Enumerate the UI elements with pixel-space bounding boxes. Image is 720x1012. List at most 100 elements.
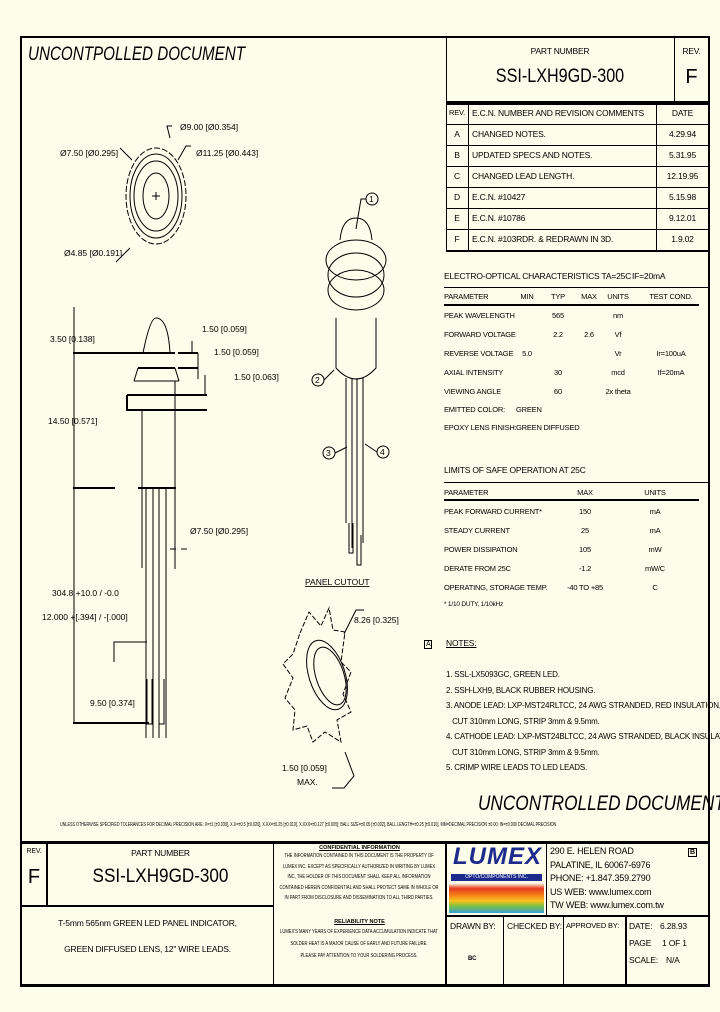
lens-finish: GREEN DIFFUSED — [516, 423, 580, 432]
note-item: 5. CRIMP WIRE LEADS TO LED LEADS. — [446, 763, 588, 772]
rev-col-rule — [468, 104, 469, 250]
eo-col-header: MIN — [520, 292, 534, 301]
safe-cell: -1.2 — [578, 564, 592, 573]
eo-cell: AXIAL INTENSITY — [444, 368, 504, 377]
eo-col-header: MAX — [581, 292, 597, 301]
eo-cell: 30 — [554, 368, 562, 377]
safe-cell: PEAK FORWARD CURRENT* — [444, 507, 542, 516]
eo-col-header: TYP — [551, 292, 565, 301]
frame-left — [20, 36, 22, 986]
revision-comment: CHANGED NOTES. — [472, 129, 546, 139]
note-item: CUT 310mm LONG, STRIP 3mm & 9.5mm. — [446, 747, 600, 757]
eo-cell: Vf — [614, 330, 622, 339]
confidential-line: LUMEX INC. EXCEPT AS SPECIFICALLY AUTHOR… — [282, 863, 436, 870]
dim-d900: Ø9.00 [Ø0.354] — [180, 122, 238, 132]
reliability-line: PLEASE PAY ATTENTION TO YOUR SOLDERING P… — [300, 953, 418, 959]
page-value: 1 OF 1 — [662, 938, 687, 948]
revision-rev: C — [454, 171, 460, 181]
description-line-1: T-5mm 565nm GREEN LED PANEL INDICATOR, — [58, 918, 237, 928]
emitted-color-label: EMITTED COLOR: — [444, 405, 505, 414]
approved-by-label: APPROVED BY: — [566, 921, 620, 930]
balloon-1: 1 — [369, 194, 374, 204]
safe-cell: 150 — [579, 507, 591, 516]
checked-by-label: CHECKED BY: — [507, 921, 562, 931]
top-view — [115, 125, 191, 263]
sheet-size-marks: A — [424, 640, 433, 649]
footer-rev: F — [27, 866, 41, 888]
notes-title: NOTES: — [446, 638, 477, 648]
part-number-label: PART NUMBER — [530, 46, 590, 56]
eo-cell: FORWARD VOLTAGE — [444, 330, 516, 339]
drawn-by-label: DRAWN BY: — [450, 921, 496, 931]
header-bottom — [446, 101, 710, 104]
dim-h150a: 1.50 [0.059] — [202, 324, 247, 334]
revision-rev: B — [454, 150, 460, 160]
panel-cutout-washer — [282, 606, 364, 789]
dim-r826: 8.26 [0.325] — [354, 615, 399, 625]
sheet-size: B — [688, 848, 697, 857]
watermark-bottom: UNCONTROLLED DOCUMENT — [478, 792, 720, 815]
page-label: PAGE — [629, 938, 652, 948]
footer-rev-label: REV. — [26, 848, 42, 855]
lens-finish-label: EPOXY LENS FINISH: — [444, 423, 517, 432]
note-item: CUT 310mm LONG, STRIP 3mm & 9.5mm. — [446, 716, 600, 726]
frame-top — [20, 36, 710, 38]
note-item: 3. ANODE LEAD: LXP-MST24RLTCC, 24 AWG ST… — [446, 701, 720, 710]
safe-title: LIMITS OF SAFE OPERATION AT 25C — [444, 465, 586, 475]
eo-cell: Vr — [614, 349, 622, 358]
rev-table-rule — [446, 250, 710, 252]
balloon-4: 4 — [380, 447, 385, 457]
title-block-top — [20, 841, 710, 844]
balloon-2: 2 — [315, 375, 320, 385]
tb-divider-desc — [20, 905, 274, 907]
reliability-line: SOLDER HEAT IS A MAJOR CAUSE OF EARLY AN… — [290, 941, 428, 947]
revision-date: 12.19.95 — [666, 171, 699, 181]
rev-table-rule — [446, 208, 710, 209]
balloon-3: 3 — [326, 448, 331, 458]
revision-date: 4.29.94 — [669, 129, 696, 139]
rev-label: REV. — [682, 46, 701, 56]
date-value: 6.28.93 — [660, 921, 687, 931]
revision-comment: UPDATED SPECS AND NOTES. — [472, 150, 593, 160]
dim-t150-max: MAX. — [297, 777, 318, 787]
rev-table-rule — [446, 124, 710, 125]
header-divider — [446, 36, 447, 252]
rev-table-rule — [446, 187, 710, 188]
eo-cell: 2.6 — [584, 330, 594, 339]
revision-rev: F — [454, 234, 460, 244]
eo-cell: 2x theta — [605, 387, 631, 396]
note-item: 1. SSL-LX5093GC, GREEN LED. — [446, 670, 560, 679]
eo-col-header: PARAMETER — [444, 292, 489, 301]
revision-comment: E.C.N. #10786 — [472, 213, 526, 223]
safe-col-header: PARAMETER — [444, 488, 489, 497]
side-view — [73, 307, 207, 738]
panel-cutout-label: PANEL CUTOUT — [305, 577, 370, 587]
rev-table-rule — [446, 104, 710, 105]
date-col-header: DATE — [671, 108, 694, 118]
emitted-color: GREEN — [516, 405, 542, 414]
revision-comment: CHANGED LEAD LENGTH. — [472, 171, 575, 181]
address-line: 290 E. HELEN ROAD — [550, 846, 634, 856]
date-label: DATE: — [629, 921, 653, 931]
safe-cell: -40 TO +85 — [567, 583, 603, 592]
eo-cell: PEAK WAVELENGTH — [444, 311, 515, 320]
rev-table-rule — [446, 229, 710, 230]
address-line: US WEB: www.lumex.com — [550, 886, 652, 897]
tb-divider-address — [546, 843, 547, 916]
safe-rule — [444, 499, 699, 501]
dim-d485: Ø4.85 [Ø0.191] — [64, 248, 122, 258]
eo-cell: 5.0 — [522, 349, 532, 358]
dim-d750-lead: Ø7.50 [Ø0.295] — [190, 526, 248, 536]
revision-rev: D — [454, 192, 460, 202]
dim-h350: 3.50 [0.138] — [50, 334, 95, 344]
revision-rev: E — [454, 213, 460, 223]
rev-value: F — [685, 66, 698, 88]
eo-cell: Ir=100uA — [656, 349, 686, 358]
eo-cell: VIEWING ANGLE — [444, 387, 501, 396]
comments-col-header: E.C.N. NUMBER AND REVISION COMMENTS — [472, 108, 644, 118]
eo-rule — [444, 304, 699, 306]
eo-cell: If=20mA — [657, 368, 685, 377]
confidential-line: IN PART FROM DISCLOSURE AND DISSEMINATIO… — [284, 895, 434, 901]
tb-divider-approved — [625, 916, 627, 985]
